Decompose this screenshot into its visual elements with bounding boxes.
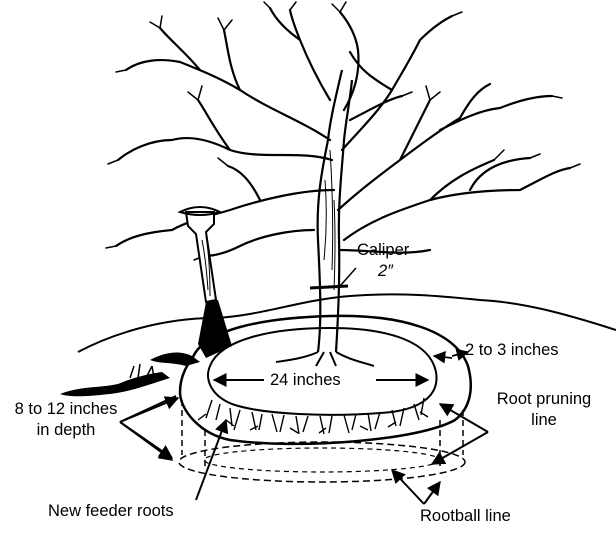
spade-blade bbox=[198, 300, 232, 358]
trunk-bark bbox=[324, 150, 335, 290]
tree-branches bbox=[116, 8, 570, 256]
rootball-line-dashed bbox=[179, 442, 465, 482]
rootball-line-label: Rootball line bbox=[420, 507, 511, 526]
arrow-depth-top bbox=[120, 398, 178, 422]
caliper-leader bbox=[340, 268, 356, 286]
depth-label-line2: in depth bbox=[6, 421, 126, 440]
caliper-value: 2″ bbox=[378, 262, 393, 281]
caliper-mark bbox=[310, 286, 348, 288]
depth-label-line1: 8 to 12 inches bbox=[6, 400, 126, 419]
arrow-pruning-bottom bbox=[432, 432, 488, 464]
rootball-inner-dashed bbox=[204, 448, 440, 472]
caliper-label: Caliper bbox=[357, 241, 409, 260]
root-pruning-label-line1: Root pruning bbox=[480, 390, 608, 409]
arrow-depth-bottom bbox=[120, 422, 172, 460]
spade-handle bbox=[186, 212, 216, 302]
margin-label: 2 to 3 inches bbox=[465, 341, 559, 360]
width-label: 24 inches bbox=[270, 371, 341, 390]
arrow-rootball-1 bbox=[392, 470, 424, 504]
twigs bbox=[106, 2, 580, 260]
arrow-rootball-2 bbox=[424, 482, 440, 504]
root-pruning-label-line2: line bbox=[480, 411, 608, 430]
arrow-margin bbox=[434, 356, 452, 358]
feeder-roots-label: New feeder roots bbox=[48, 502, 174, 521]
dashed-trench-sides bbox=[182, 400, 463, 470]
root-flare bbox=[276, 352, 374, 366]
